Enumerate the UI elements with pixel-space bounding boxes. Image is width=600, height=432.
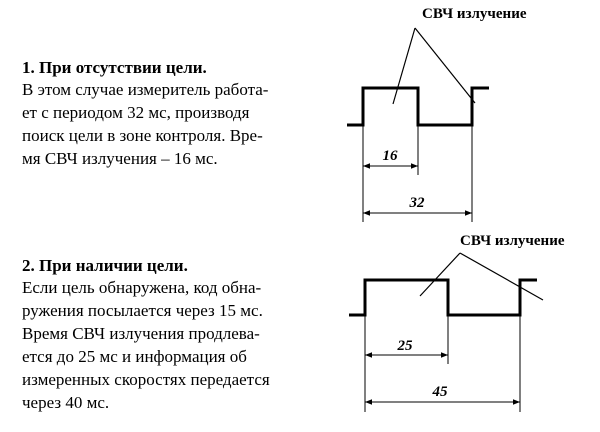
section1-text: В этом случае измеритель работа- ет с пе… [22,78,268,170]
section2-line: Время СВЧ излучения продлева- [22,324,260,343]
section2-line: измеренных скоростях передается [22,370,270,389]
section2-text: Если цель обнаружена, код обна- ружения … [22,276,270,414]
section1-line: В этом случае измеритель работа- [22,80,269,99]
diagram1-pulse-label: 16 [383,148,399,164]
section1-line: ет с периодом 32 мс, производя [22,103,250,122]
section1-heading: 1. При отсутствии цели. [22,58,207,77]
section2-line: Если цель обнаружена, код обна- [22,278,262,297]
section2-line: ружения посылается через 15 мс. [22,301,263,320]
diagram1-pulse-waveform [347,86,489,127]
diagram2-leader-line [419,252,461,297]
diagram1-period-label: 32 [409,195,426,211]
diagram1: 16 32 [347,27,489,222]
diagram2-pulse-waveform [349,278,537,317]
diagram2-period-label: 45 [432,384,449,400]
section1-line: мя СВЧ излучения – 16 мс. [22,149,218,168]
diagram2-pulse-label: 25 [397,338,414,354]
diagram1-callout: СВЧ излучение [422,6,527,22]
diagram2-callout: СВЧ излучение [460,233,565,249]
diagram1-leader-line [392,27,416,105]
section2-line: ется до 25 мс и информация об [22,347,247,366]
diagram1-leader-line [414,27,476,104]
diagram2-leader-line [459,252,544,301]
section2-line: через 40 мс. [22,393,110,412]
section2-heading: 2. При наличии цели. [22,256,188,275]
diagram2: 25 45 [349,252,544,412]
section1-line: поиск цели в зоне контроля. Вре- [22,126,263,145]
